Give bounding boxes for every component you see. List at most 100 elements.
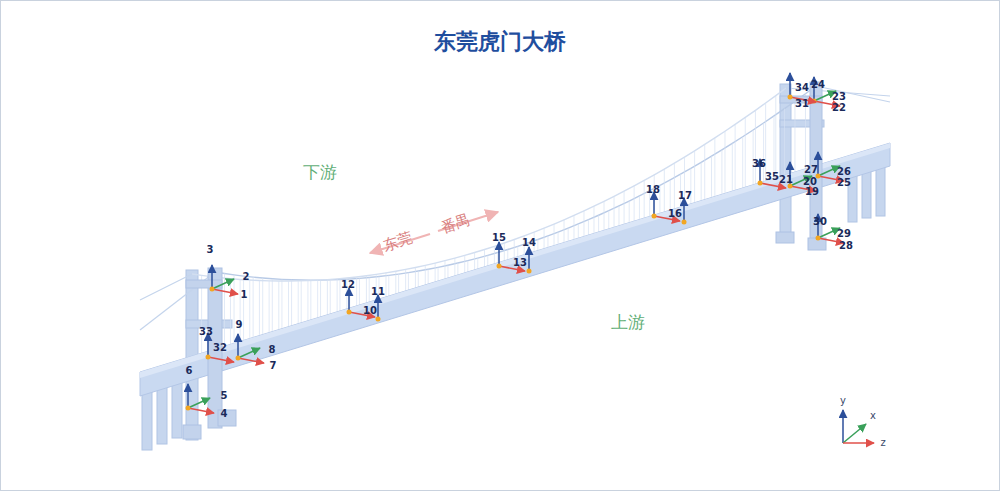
hanger: [388, 275, 389, 296]
sensor-point: [652, 214, 657, 219]
hanger: [262, 278, 263, 334]
hanger: [753, 130, 754, 185]
axis-label: y: [840, 396, 846, 406]
hanger: [504, 243, 505, 261]
sensor-point: [376, 317, 381, 322]
callout-number: 4: [221, 409, 228, 419]
towers-front: [183, 82, 826, 439]
hanger: [457, 263, 458, 275]
sensor-point: [347, 310, 352, 315]
callout-number: 29: [837, 229, 851, 239]
hanger: [398, 274, 399, 293]
hanger: [418, 271, 419, 287]
hanger: [584, 211, 585, 237]
hanger: [608, 211, 609, 229]
hanger: [604, 201, 605, 230]
callout-number: 30: [813, 217, 827, 227]
hanger: [618, 206, 619, 226]
hanger: [224, 274, 225, 347]
callout-number: 7: [270, 361, 277, 371]
hanger: [745, 117, 746, 187]
hanger: [732, 143, 733, 191]
direction-label: 番禺: [439, 212, 472, 235]
callout-number: 23: [832, 92, 846, 102]
river-side-label: 上游: [611, 314, 645, 331]
callout-number: 33: [199, 327, 213, 337]
hanger: [487, 255, 488, 265]
callout-number: 19: [805, 187, 819, 197]
hanger: [249, 280, 250, 338]
callout-number: 20: [803, 177, 817, 187]
hanger: [724, 131, 725, 193]
hanger: [735, 124, 736, 190]
hanger: [269, 281, 270, 333]
callout-number: 32: [213, 343, 227, 353]
hanger: [230, 279, 231, 345]
hanger: [330, 280, 331, 314]
callout-number: 10: [363, 306, 377, 316]
callout-number: 25: [837, 178, 851, 188]
hanger: [310, 280, 311, 320]
sensor-point: [236, 356, 241, 361]
x-axis-arrow: [818, 166, 840, 176]
hanger: [674, 163, 675, 209]
direction-arrow: [370, 212, 498, 253]
backstay-cable: [140, 274, 192, 300]
hanger: [291, 280, 292, 326]
hanger: [415, 267, 416, 287]
hanger: [369, 278, 370, 302]
sensor-point: [210, 287, 215, 292]
callout-number: 21: [779, 175, 793, 185]
y-axis-arrow: [789, 73, 791, 97]
hanger: [547, 236, 548, 248]
callout-number: 3: [207, 245, 214, 255]
hanger: [507, 250, 508, 260]
callout-number: 26: [837, 167, 851, 177]
hanger: [711, 156, 712, 197]
hanger: [395, 271, 396, 294]
x-axis-arrow: [188, 398, 210, 408]
direction-label: 东莞: [381, 230, 414, 253]
callout-number: 18: [646, 185, 660, 195]
hanger: [474, 253, 475, 270]
hanger: [240, 279, 241, 341]
hanger: [288, 281, 289, 327]
callout-number: 11: [371, 287, 385, 297]
callout-number: 2: [243, 272, 250, 282]
sensor-point: [788, 95, 793, 100]
hanger: [721, 150, 722, 194]
sensor-axes: [186, 73, 845, 413]
z-axis-arrow: [212, 289, 238, 294]
callout-number: 24: [811, 80, 825, 90]
x-axis-arrow: [238, 348, 260, 358]
hanger: [259, 281, 260, 336]
hanger: [272, 279, 273, 332]
hanger: [447, 265, 448, 278]
hanger: [763, 123, 764, 182]
hanger: [598, 215, 599, 232]
hanger: [359, 278, 360, 305]
sensor-point: [206, 355, 211, 360]
callout-number: 8: [269, 345, 276, 355]
callout-number: 9: [236, 320, 243, 330]
x-axis-arrow: [212, 279, 234, 289]
sensor-point: [682, 220, 687, 225]
hanger: [467, 261, 468, 272]
hanger: [614, 196, 615, 227]
title: 东莞虎门大桥: [434, 27, 566, 57]
y-axis-arrow: [211, 265, 213, 289]
hanger: [484, 250, 485, 267]
hanger: [634, 186, 635, 221]
callout-number: 16: [668, 209, 682, 219]
hanger: [742, 137, 743, 188]
hanger: [624, 191, 625, 224]
hanger: [664, 169, 665, 212]
callout-number: 14: [522, 238, 536, 248]
sensor-point: [527, 269, 532, 274]
hanger: [670, 180, 671, 210]
hanger: [765, 103, 766, 181]
hanger: [639, 196, 640, 220]
hanger: [339, 280, 340, 311]
